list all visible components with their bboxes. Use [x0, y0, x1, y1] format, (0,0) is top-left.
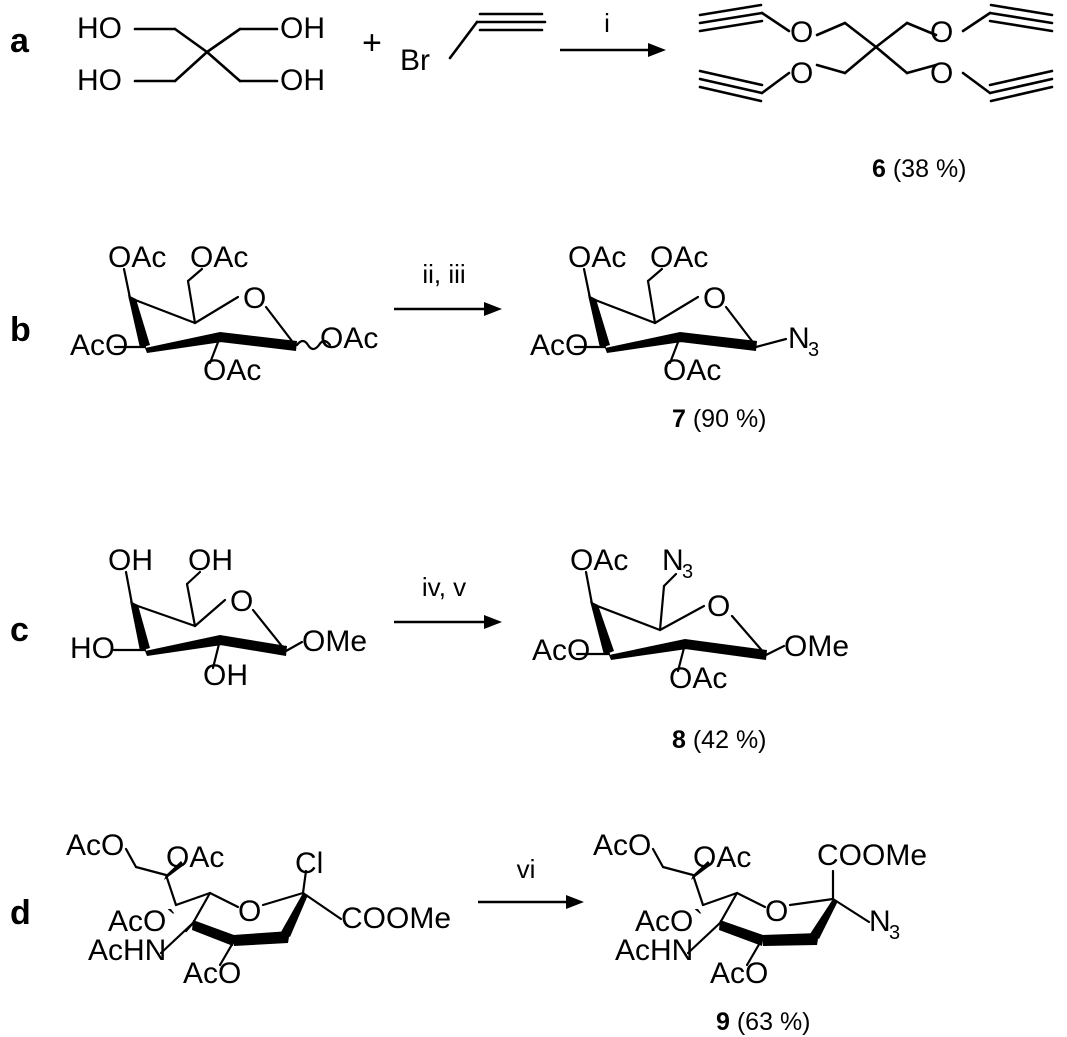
atom-label-N-c: N [662, 544, 684, 577]
reaction-arrow-b: ii, iii [394, 259, 502, 316]
compound-label-7: 7 (90 %) [672, 405, 767, 434]
atom-label-O-ring-b2: O [703, 282, 726, 315]
compound-number-8: 8 [672, 726, 686, 754]
panel-letter-b: b [10, 311, 31, 349]
atom-label-AcO-d4: AcO [710, 957, 768, 990]
atom-label-N3-sub-b: 3 [808, 339, 819, 361]
atom-label-Br: Br [400, 44, 430, 77]
panel-d: d AcO OAc Cl O COOMe AcO` AcHN AcO [0, 818, 1067, 1037]
sialic-ring-d [124, 847, 343, 967]
atom-label-OAc-c2: OAc [669, 662, 727, 695]
structure-compound-8: OAc N 3 O AcO OAc OMe [532, 544, 849, 695]
panel-c: c OH OH O HO OH OMe [0, 528, 1067, 768]
reaction-arrow-c: iv, v [394, 572, 502, 629]
atom-label-OH-c2: OH [188, 544, 233, 577]
bond-skeleton-pentaerythritol [133, 27, 279, 83]
atom-label-AcO-d2: AcO [183, 957, 241, 990]
pyranose-ring-b2 [573, 267, 788, 365]
atom-label-O-ring-d: O [238, 895, 261, 928]
compound-label-9: 9 (63 %) [716, 1008, 811, 1037]
atom-label-OH-c1: OH [108, 544, 153, 577]
structure-peracetyl-glucose: OAc OAc O AcO OAc OAc [70, 241, 378, 387]
panel-letter-d: d [10, 894, 31, 932]
atom-label-AcO-prime-d: AcO` [108, 905, 176, 938]
panel-b: b OAc OAc O AcO OAc OAc [0, 225, 1067, 455]
atom-label-HO-bottom: HO [77, 64, 122, 97]
atom-label-OMe-c2: OMe [784, 630, 849, 663]
atom-label-COOMe-d2: COOMe [817, 839, 927, 872]
structure-methyl-glycoside: OH OH O HO OH OMe [70, 544, 367, 692]
atom-label-OAc-b7: OAc [663, 354, 721, 387]
panel-letter-c: c [10, 611, 29, 649]
atom-label-OAc-c1: OAc [570, 544, 628, 577]
atom-label-O-a2: O [930, 16, 953, 49]
compound-number-6: 6 [872, 155, 886, 183]
structure-compound-7: OAc OAc O AcO OAc N 3 [530, 241, 819, 387]
atom-label-N3-sub-c: 3 [682, 561, 693, 583]
compound-number-7: 7 [672, 405, 686, 433]
atom-label-Cl-d: Cl [295, 847, 323, 880]
atom-label-AcO-b2: AcO [530, 329, 588, 362]
atom-label-AcHN-d2: AcHN [615, 934, 693, 967]
reaction-arrow-a: i [560, 8, 666, 57]
structure-compound-6: O O O O [698, 3, 1054, 103]
atom-label-N-b: N [788, 322, 810, 355]
atom-label-HO-top: HO [77, 12, 122, 45]
panel-a: a HO OH HO OH + Br [0, 0, 1067, 200]
atom-label-O-ring-c2: O [707, 590, 730, 623]
structure-sialyl-chloride: AcO OAc Cl O COOMe AcO` AcHN AcO [66, 829, 451, 990]
pyranose-ring-c2 [575, 570, 786, 673]
plus-operator-a: + [362, 24, 382, 62]
atom-label-AcHN-d: AcHN [88, 934, 166, 967]
atom-label-OAc-b6: OAc [650, 241, 708, 274]
atom-label-OAc-b3: OAc [203, 354, 261, 387]
compound-label-8: 8 (42 %) [672, 726, 767, 755]
atom-label-OAc-b5: OAc [568, 241, 626, 274]
compound-yield-7: (90 %) [692, 405, 767, 433]
atom-label-N-d: N [869, 905, 891, 938]
atom-label-AcO-c: AcO [532, 634, 590, 667]
atom-label-HO-c: HO [70, 632, 115, 665]
pyranose-ring-c [112, 570, 304, 670]
sialic-ring-d2 [651, 847, 871, 967]
atom-label-COOMe-d: COOMe [341, 902, 451, 935]
panel-letter-a: a [10, 22, 29, 60]
reaction-conditions-b: ii, iii [422, 259, 465, 289]
structure-compound-9: AcO OAc COOMe O N 3 AcO` AcHN AcO [593, 829, 927, 990]
reaction-conditions-d: vi [517, 854, 536, 884]
atom-label-OH-c3: OH [203, 659, 248, 692]
reaction-conditions-c: iv, v [422, 572, 466, 602]
structure-pentaerythritol: HO OH HO OH [77, 12, 325, 97]
atom-label-OAc-b2: OAc [190, 241, 248, 274]
compound-yield-6: (38 %) [892, 155, 967, 183]
reaction-arrow-d: vi [478, 854, 584, 909]
atom-label-AcO-d3: AcO [593, 829, 651, 862]
atom-label-OAc-b1: OAc [108, 241, 166, 274]
atom-label-AcO-d1: AcO [66, 829, 124, 862]
compound-yield-8: (42 %) [692, 726, 767, 754]
pyranose-ring-b [113, 267, 332, 365]
atom-label-OMe-c: OMe [302, 625, 367, 658]
compound-number-9: 9 [716, 1008, 730, 1036]
atom-label-O-ring-c: O [230, 585, 253, 618]
atom-label-OAc-b4: OAc [320, 322, 378, 355]
bond-skeleton-compound-6 [698, 3, 1054, 103]
atom-label-O-a1: O [790, 16, 813, 49]
atom-label-OH-bottom: OH [280, 64, 325, 97]
atom-label-N3-sub-d: 3 [889, 922, 900, 944]
compound-yield-9: (63 %) [736, 1008, 811, 1036]
structure-propargyl-bromide: Br [400, 12, 547, 77]
atom-label-O-a4: O [930, 57, 953, 90]
atom-label-O-ring-d2: O [765, 895, 788, 928]
reaction-conditions-a: i [604, 8, 610, 38]
atom-label-O-ring-b: O [243, 282, 266, 315]
atom-label-AcO-prime-d2: AcO` [635, 905, 703, 938]
atom-label-AcO-b: AcO [70, 329, 128, 362]
bond-skeleton-propargyl-bromide [448, 12, 547, 60]
atom-label-O-a3: O [790, 57, 813, 90]
atom-label-OH-top: OH [280, 12, 325, 45]
compound-label-6: 6 (38 %) [872, 155, 967, 184]
